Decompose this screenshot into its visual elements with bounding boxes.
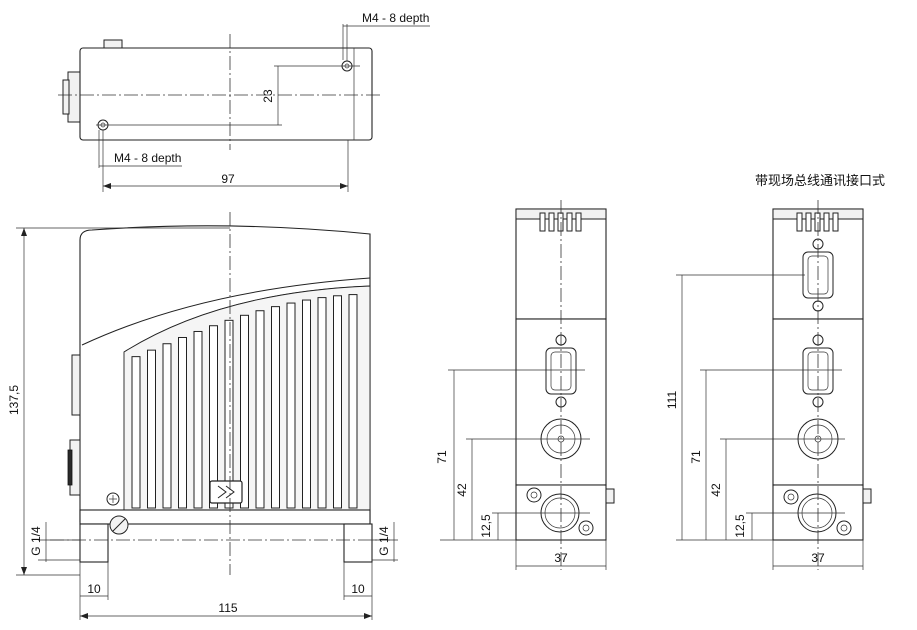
dim-12-5-b-label: 12,5 xyxy=(733,514,747,538)
heatsink-fin xyxy=(193,330,203,509)
ground-icon xyxy=(106,492,120,506)
cap-rib xyxy=(832,212,839,232)
dim-12-5-a-label: 12,5 xyxy=(479,514,493,538)
dim-111-label: 111 xyxy=(665,391,679,410)
heatsink-fin xyxy=(271,306,280,509)
dim-42-b-label: 42 xyxy=(709,483,723,497)
heatsink-fin xyxy=(348,294,358,509)
heatsink-fin xyxy=(302,299,311,509)
heatsink-fin xyxy=(286,302,296,509)
heatsink-fin xyxy=(240,314,249,509)
heatsink-fin xyxy=(255,310,265,509)
heatsink-fin xyxy=(147,349,156,509)
dim-37-b-label: 37 xyxy=(811,551,825,565)
heatsink-fin xyxy=(224,319,234,509)
cap-rib xyxy=(539,212,546,232)
dim-71-b-label: 71 xyxy=(689,450,703,464)
heatsink-fin xyxy=(162,343,172,509)
dim-97-label: 97 xyxy=(221,172,235,186)
top-view: 23 M4 - 8 depth M4 - 8 depth 97 xyxy=(58,11,430,192)
dim-10-left-label: 10 xyxy=(87,582,101,596)
thread-label-bottom: M4 - 8 depth xyxy=(114,151,181,165)
dim-71-a-label: 71 xyxy=(435,450,449,464)
dim-g14-right-label: G 1/4 xyxy=(377,526,391,556)
dim-g14-left-label: G 1/4 xyxy=(29,526,43,556)
cap-rib xyxy=(796,212,803,232)
thread-label-top: M4 - 8 depth xyxy=(362,11,429,25)
heatsink-fin xyxy=(209,325,218,509)
heatsink-fin xyxy=(317,297,327,509)
cap-rib xyxy=(548,212,555,232)
front-view: 137,5 G 1/4 G 1/4 10 10 115 xyxy=(7,212,398,620)
arrow-right-icon xyxy=(209,480,243,504)
cap-rib xyxy=(557,212,564,232)
heatsink-fin xyxy=(178,336,187,509)
dim-10-right-label: 10 xyxy=(351,582,365,596)
dim-42-a-label: 42 xyxy=(455,483,469,497)
cap-rib xyxy=(575,212,582,232)
dim-137-5-label: 137,5 xyxy=(7,385,21,415)
cap-rib xyxy=(805,212,812,232)
heatsink-fin xyxy=(333,295,342,509)
heatsink-fin xyxy=(131,356,141,509)
dim-23-label: 23 xyxy=(261,89,275,103)
fieldbus-title: 带现场总线通讯接口式 xyxy=(755,173,885,188)
cap-rib xyxy=(566,212,573,232)
cap-rib xyxy=(823,212,830,232)
cap-rib xyxy=(814,212,821,232)
side-view-standard: 71 42 12,5 37 xyxy=(435,200,615,570)
dim-37-a-label: 37 xyxy=(554,551,568,565)
dim-115-label: 115 xyxy=(218,601,237,615)
side-view-fieldbus: 带现场总线通讯接口式 xyxy=(665,173,885,570)
